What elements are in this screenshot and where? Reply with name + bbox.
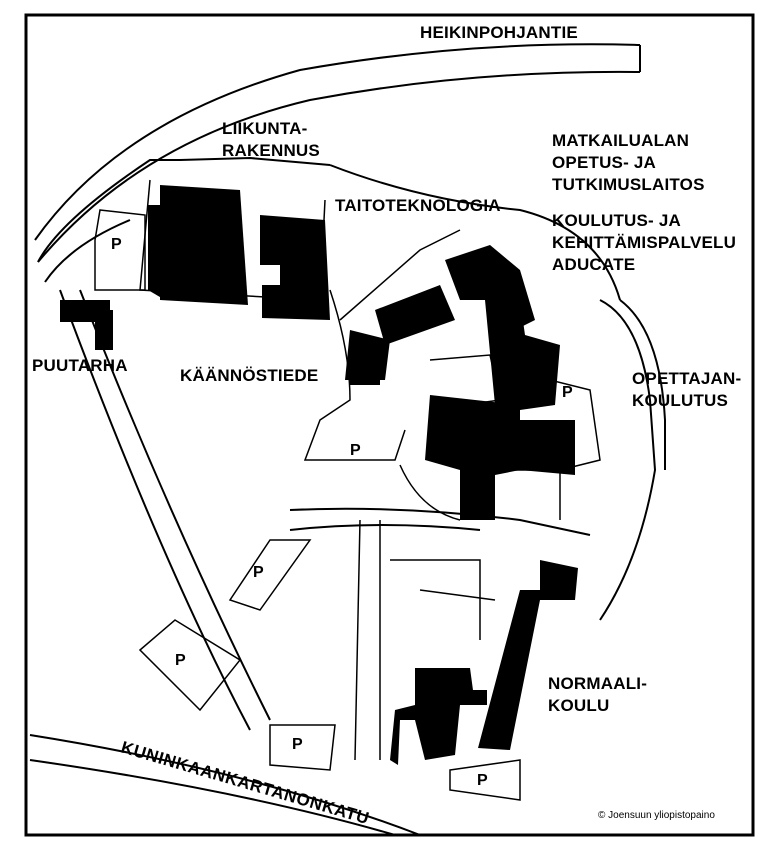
kuninkaankartanonkatu-road (29, 734, 421, 836)
label-koulutus: KOULUTUS- JA KEHITTÄMISPALVELU ADUCATE (552, 210, 736, 276)
normaalikoulu-building (390, 560, 578, 765)
parking-label: P (175, 652, 186, 669)
opettajankoulutus-building (425, 395, 575, 520)
label-taitoteknologia: TAITOTEKNOLOGIA (335, 196, 501, 215)
label-kaannostiede: KÄÄNNÖSTIEDE (180, 366, 319, 385)
label-koulutus-line3: ADUCATE (552, 255, 636, 274)
label-normaali-line1: NORMAALI- (548, 674, 648, 693)
parking-label: P (477, 772, 488, 789)
label-koulutus-line1: KOULUTUS- JA (552, 211, 681, 230)
street-label-north: HEIKINPOHJANTIE (420, 23, 578, 42)
campus-ring-road (37, 156, 666, 731)
taitoteknologia-complex (345, 245, 560, 410)
label-matkailu-line1: MATKAILUALAN (552, 131, 690, 150)
liikuntarakennus-building (148, 185, 330, 320)
label-matkailu-line2: OPETUS- JA (552, 153, 657, 172)
label-opettajan-line1: OPETTAJAN- (632, 369, 742, 388)
heikinpohjantie-road (34, 43, 641, 263)
label-opettajan-line2: KOULUTUS (632, 391, 729, 410)
label-liikunta-line2: RAKENNUS (222, 141, 320, 160)
label-opettajan: OPETTAJAN- KOULUTUS (632, 368, 741, 412)
map-frame (24, 13, 755, 837)
label-koulutus-line2: KEHITTÄMISPALVELU (552, 233, 737, 252)
label-matkailu: MATKAILUALAN OPETUS- JA TUTKIMUSLAITOS (552, 130, 705, 196)
label-normaalikoulu: NORMAALI- KOULU (548, 673, 647, 717)
label-matkailu-line3: TUTKIMUSLAITOS (552, 175, 705, 194)
parking-label: P (111, 236, 122, 253)
parking-label: P (292, 736, 303, 753)
label-puutarha: PUUTARHA (32, 356, 128, 375)
parking-label: P (350, 442, 361, 459)
label-liikunta: LIIKUNTA- RAKENNUS (222, 118, 320, 162)
street-label-south: KUNINKAANKARTANONKATU (119, 738, 372, 829)
parking-label: P (562, 384, 573, 401)
copyright-notice: © Joensuun yliopistopaino (598, 810, 715, 821)
puutarha-building (60, 300, 113, 350)
label-liikunta-line1: LIIKUNTA- (222, 119, 308, 138)
parking-label: P (253, 564, 264, 581)
label-normaali-line2: KOULU (548, 696, 610, 715)
